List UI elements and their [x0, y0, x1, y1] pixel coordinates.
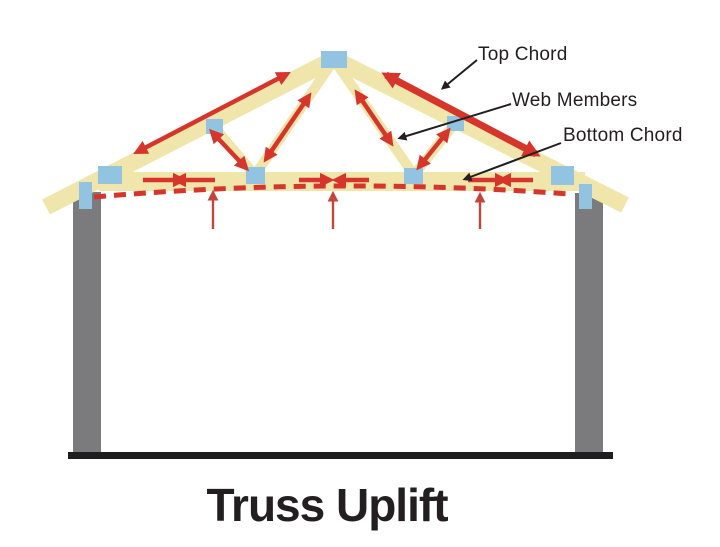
force-arrow-web-left-inner	[263, 92, 312, 163]
gusset-plate-bottom-left	[246, 167, 265, 184]
bottom-chord-label: Bottom Chord	[563, 125, 683, 146]
left-wall	[73, 192, 101, 453]
gusset-plate-heel-right	[551, 166, 574, 185]
label-leaders	[397, 59, 562, 182]
left-wall-anchor	[79, 182, 92, 209]
right-wall	[575, 193, 603, 453]
force-arrow-web-right-inner	[354, 89, 394, 147]
floor-line	[68, 452, 613, 459]
top-chord-label: Top Chord	[478, 44, 568, 65]
force-arrow-top-chord-right	[381, 71, 541, 158]
force-arrow-web-left-outer	[209, 128, 249, 172]
top-chord-leader-arrow	[440, 59, 478, 90]
force-arrow-top-chord-left	[133, 72, 291, 154]
right-wall-anchor	[579, 184, 592, 209]
diagram-title: Truss Uplift	[206, 479, 448, 531]
web-members-label: Web Members	[512, 90, 638, 111]
web-members-leader-arrow	[397, 103, 512, 141]
gusset-plate-apex	[321, 51, 347, 68]
force-arrow-web-right-outer	[416, 127, 451, 171]
uplift-arrows	[207, 189, 486, 229]
uplift-dashed-line	[93, 183, 570, 200]
gusset-plate-heel-left	[98, 166, 122, 184]
bottom-chord-leader-arrow	[462, 142, 562, 182]
force-arrows	[133, 71, 541, 188]
gusset-plate-bottom-right	[404, 168, 423, 184]
